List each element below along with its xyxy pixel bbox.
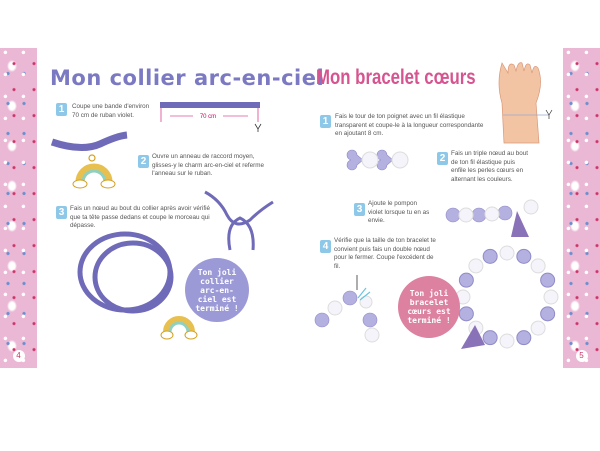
measure-label: 70 cm	[200, 114, 216, 120]
bead	[482, 248, 498, 264]
page-number-right: 5	[575, 350, 588, 362]
step-badge: 1	[56, 103, 67, 116]
bead	[499, 245, 515, 261]
scissors-icon	[545, 109, 553, 119]
finished-necklace-illustration	[77, 231, 198, 340]
step-text: Ajoute le pompon violet lorsque tu en as…	[368, 200, 430, 224]
bead	[540, 272, 556, 288]
step-badge: 2	[437, 152, 448, 165]
beads-with-tassel	[445, 199, 539, 237]
step-badge: 1	[320, 115, 331, 128]
bead	[482, 330, 498, 346]
step-text: Coupe une bande d'environ 70 cm de ruban…	[72, 103, 150, 119]
completion-text: Ton joli bracelet cœurs est terminé !	[407, 289, 451, 325]
bead	[458, 306, 474, 322]
tassel	[461, 325, 485, 349]
completion-text: Ton joli collier arc-en-ciel est terminé…	[195, 267, 239, 313]
ribbon-measure-illustration: 70 cm	[160, 102, 262, 132]
step-text: Vérifie que la taille de ton bracelet te…	[334, 237, 436, 270]
rainbow-charm-on-ribbon	[50, 131, 128, 189]
completion-bubble: Ton joli bracelet cœurs est terminé !	[398, 276, 460, 338]
step-text: Fais un nœud au bout du collier après av…	[70, 205, 211, 229]
bead	[458, 272, 474, 288]
left-decorative-strip: 4	[0, 48, 37, 368]
bead	[530, 320, 546, 336]
step-text: Ouvre un anneau de raccord moyen, glisse…	[152, 153, 264, 177]
bead	[540, 306, 556, 322]
step-badge: 3	[56, 206, 67, 219]
step-badge: 3	[354, 203, 365, 216]
left-page-title: Mon collier arc-en-ciel	[50, 66, 325, 90]
bracelet-knot-illustration	[314, 275, 380, 343]
page-number-left: 4	[12, 350, 25, 362]
heart-beads-row	[346, 149, 409, 171]
bead	[516, 330, 532, 346]
bead	[516, 248, 532, 264]
knot-illustration	[204, 190, 274, 251]
bead	[530, 258, 546, 274]
step-text: Fais un triple nœud au bout de ton fil é…	[451, 150, 529, 183]
bead	[468, 258, 484, 274]
bead	[499, 333, 515, 349]
wrist-illustration	[498, 62, 553, 144]
right-decorative-strip: 5	[563, 48, 600, 368]
step-text: Fais le tour de ton poignet avec un fil …	[335, 113, 484, 137]
completion-bubble: Ton joli collier arc-en-ciel est terminé…	[185, 258, 249, 322]
bead	[543, 289, 559, 305]
right-page-title: Mon bracelet cœurs	[316, 66, 476, 89]
finished-bracelet-illustration	[455, 245, 559, 349]
step-badge: 2	[138, 155, 149, 168]
step-badge: 4	[320, 240, 331, 253]
scissors-icon	[254, 123, 262, 132]
